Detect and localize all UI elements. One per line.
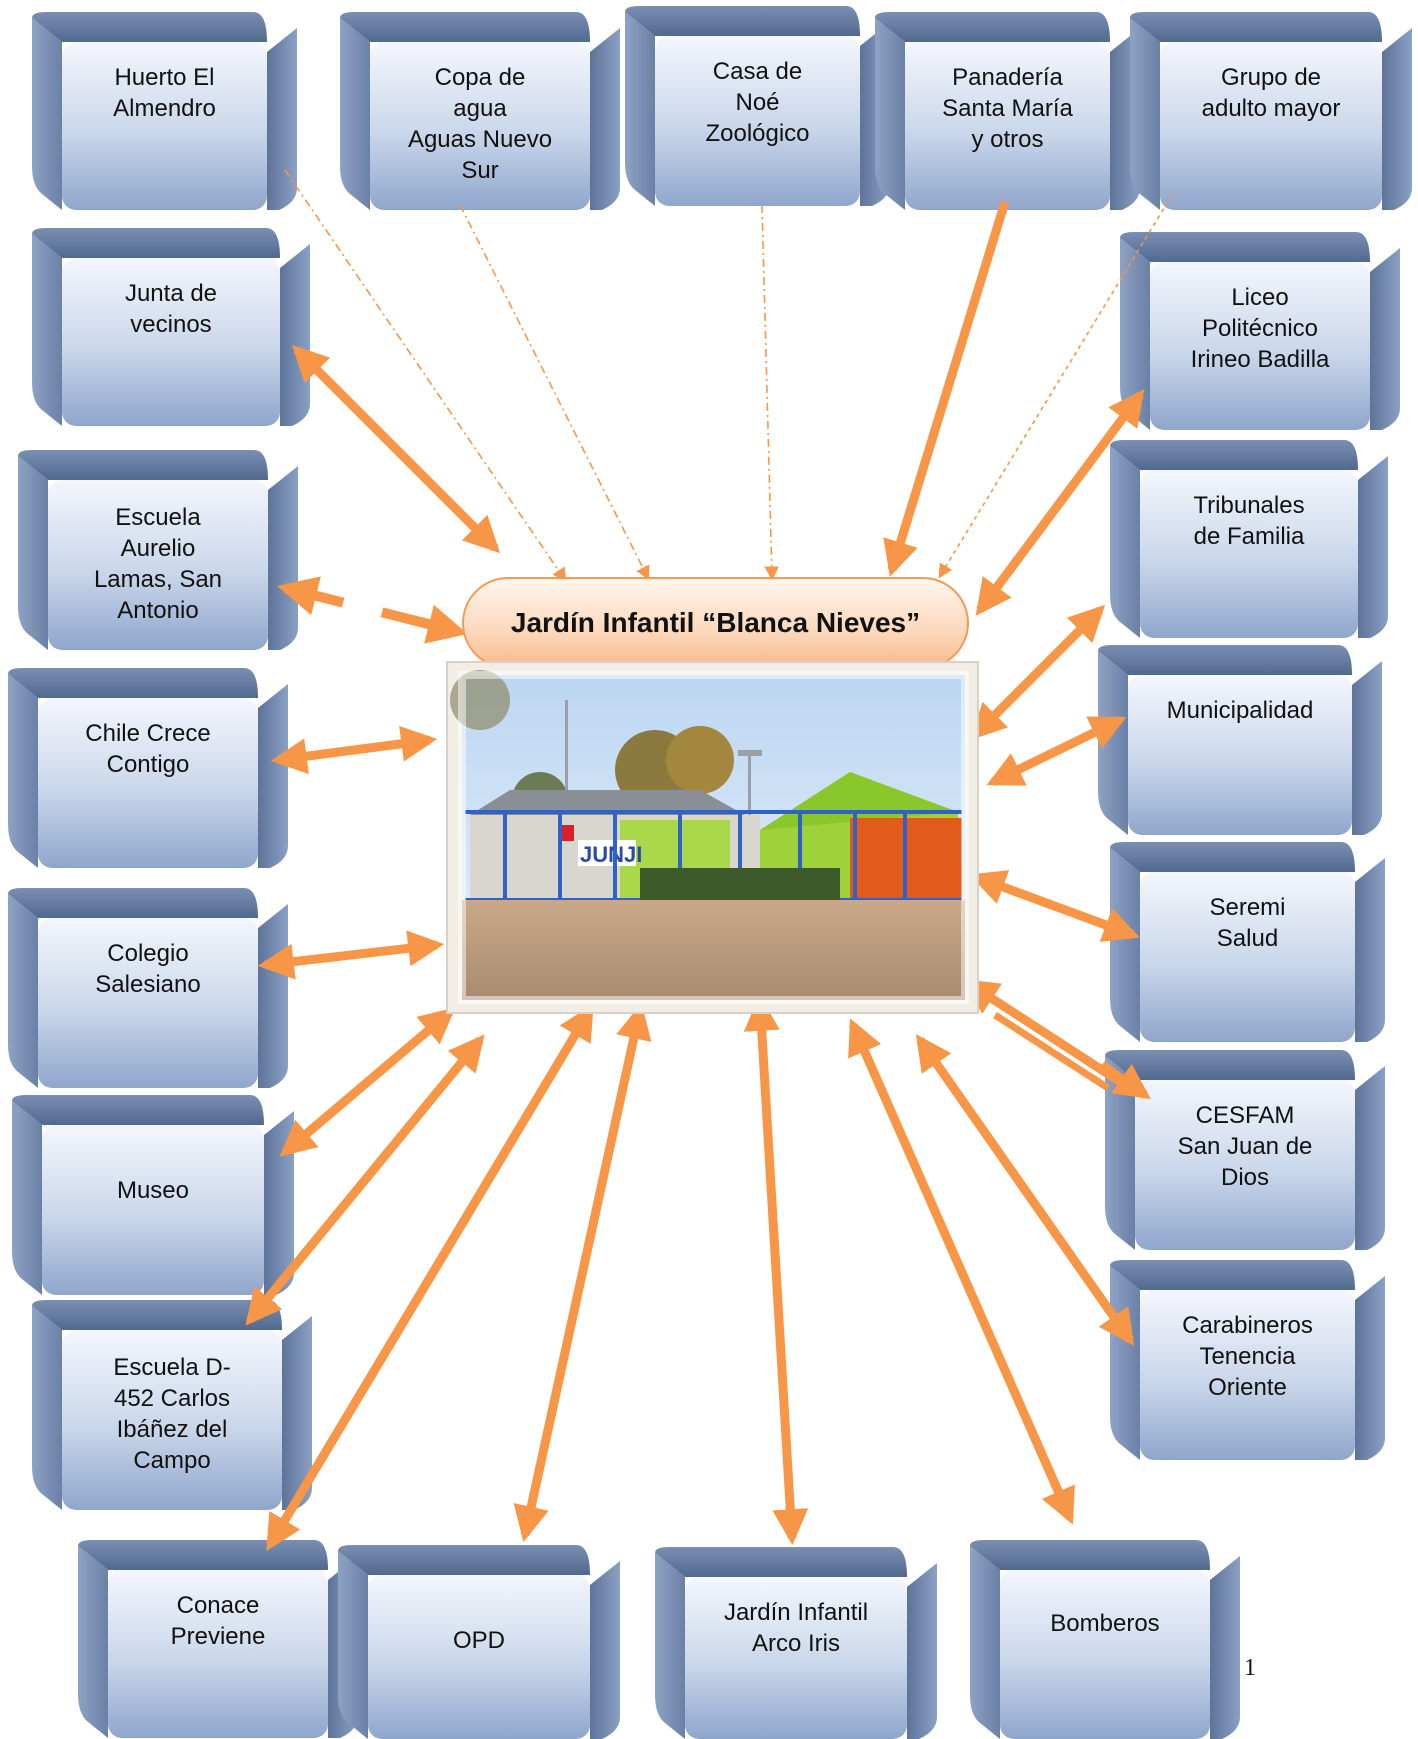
arrow-museo [279,1007,456,1157]
node-opd: OPD [368,1625,590,1656]
node-junta-de-vecinos: Junta de vecinos [62,278,280,340]
node-casa-de-noe: Casa de Noé Zoológico [655,56,860,149]
node-label: Carabineros Tenencia Oriente [1182,1312,1313,1401]
arrow-colegio-salesiano [257,930,445,980]
node-liceo-politecnico: Liceo Politécnico Irineo Badilla [1150,282,1370,375]
node-grupo-adulto-mayor: Grupo de adulto mayor [1160,62,1382,124]
box-huerto-el-almendro [32,12,297,210]
node-carabineros: Carabineros Tenencia Oriente [1140,1310,1355,1403]
node-label: Escuela Aurelio Lamas, San Antonio [93,504,223,624]
center-title: Jardín Infantil “Blanca Nieves” [510,607,921,638]
arrow-liceo [975,389,1145,616]
box-copa-de-agua [340,12,620,210]
arrow-copa-agua [459,204,650,581]
node-huerto-el-almendro: Huerto El Almendro [62,62,267,124]
box-grupo-adulto-mayor [1130,12,1412,210]
box-escuela-aurelio-lamas [18,450,298,650]
arrow-chile-crece [270,725,438,775]
node-label: CESFAM San Juan de Dios [1177,1102,1313,1191]
node-label: OPD [452,1627,505,1654]
node-label: Junta de vecinos [124,280,218,338]
box-municipalidad [1098,645,1382,835]
node-label: Colegio Salesiano [95,940,201,998]
node-municipalidad: Municipalidad [1128,695,1352,726]
node-tribunales-de-familia: Tribunales de Familia [1140,490,1358,552]
arrow-panaderia [883,200,1010,577]
arrow-casa-noe [761,204,779,581]
node-escuela-aurelio-lamas: Escuela Aurelio Lamas, San Antonio [48,502,268,626]
node-label: Conace Previene [170,1592,266,1650]
arrow-junta-vecinos [291,344,501,554]
node-label: Chile Crece Contigo [85,720,211,778]
node-colegio-salesiano: Colegio Salesiano [38,938,258,1000]
box-panaderia [875,12,1140,210]
node-label: Escuela D- 452 Carlos Ibáñez del Campo [113,1354,231,1474]
node-label: Museo [116,1177,190,1204]
node-label: Grupo de adulto mayor [1201,64,1341,122]
box-escuela-d452 [32,1300,312,1510]
node-label: Municipalidad [1166,697,1314,724]
arrow-escuela-aurelio [277,576,468,644]
box-junta-de-vecinos [32,228,310,426]
node-cesfam: CESFAM San Juan de Dios [1135,1100,1355,1193]
node-escuela-d452: Escuela D- 452 Carlos Ibáñez del Campo [62,1352,282,1476]
node-copa-de-agua: Copa de agua Aguas Nuevo Sur [370,62,590,186]
node-chile-crece-contigo: Chile Crece Contigo [38,718,258,780]
node-label: Huerto El Almendro [113,64,216,122]
arrow-arco-iris [743,994,809,1546]
node-bomberos: Bomberos [1000,1608,1210,1639]
arrow-municipalidad [986,715,1127,787]
arrow-seremi [969,870,1140,942]
node-panaderia: Panadería Santa María y otros [905,62,1110,155]
node-label: Copa de agua Aguas Nuevo Sur [407,64,553,184]
node-museo: Museo [42,1175,264,1206]
node-jardin-arco-iris: Jardín Infantil Arco Iris [685,1597,907,1659]
kindergarten-photo: JUNJI [446,661,979,1014]
box-jardin-arco-iris [655,1547,937,1739]
arrow-opd [513,1002,652,1543]
junji-sign: JUNJI [580,842,642,867]
arrow-bomberos [848,1018,1075,1525]
node-label: Bomberos [1050,1610,1160,1637]
page-number: 1 [1244,1655,1256,1681]
node-seremi-salud: Seremi Salud [1140,892,1355,954]
node-label: Casa de Noé Zoológico [705,58,810,147]
node-label: Panadería Santa María y otros [942,64,1073,153]
node-conace-previene: Conace Previene [108,1590,328,1652]
node-label: Jardín Infantil Arco Iris [723,1599,869,1657]
box-liceo-politecnico [1120,232,1400,430]
arrow-tribunales [969,604,1106,741]
box-bomberos [970,1540,1240,1739]
node-label: Liceo Politécnico Irineo Badilla [1190,284,1330,373]
box-opd [338,1545,620,1739]
node-label: Tribunales de Familia [1193,492,1305,550]
node-label: Seremi Salud [1209,894,1286,952]
